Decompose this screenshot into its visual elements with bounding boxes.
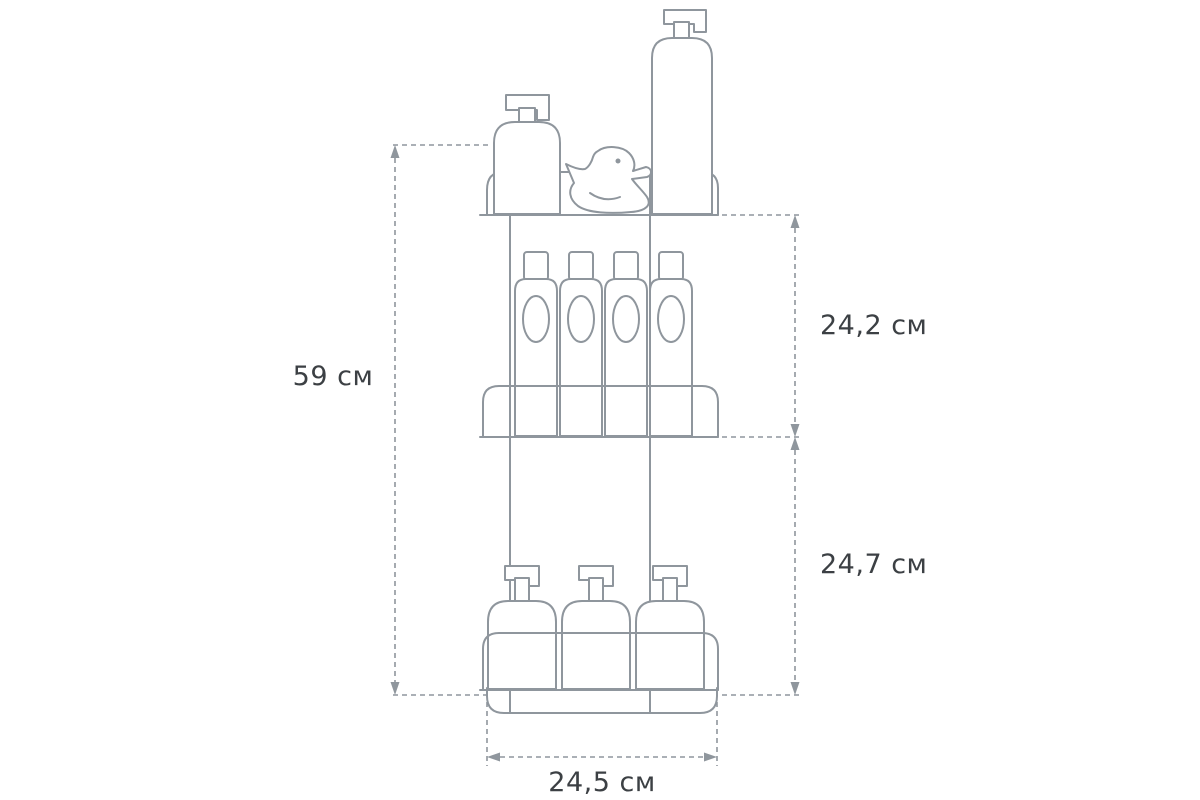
arrow-right-icon [704, 752, 717, 762]
bottle-body [561, 600, 631, 690]
frame-front-rails [479, 214, 719, 714]
dimension-label-width: 24,5 см [548, 767, 655, 798]
pump-stem [514, 577, 530, 603]
dimension-labels: 59 см 24,2 см 24,7 см 24,5 см [293, 310, 927, 798]
tube-cap [523, 251, 549, 281]
arrow-up-icon [390, 145, 400, 158]
arrow-up-icon [790, 215, 800, 228]
duck-eye [615, 158, 621, 164]
arrow-down-icon [390, 682, 400, 695]
bottle-body [651, 37, 713, 215]
base-bar [486, 687, 718, 714]
shelf-products [487, 9, 713, 690]
shampoo-tube [649, 251, 693, 437]
arrow-down-icon [790, 424, 800, 437]
dimension-arrows [390, 145, 800, 762]
duck-outline [565, 146, 652, 214]
arrow-left-icon [487, 752, 500, 762]
rubber-duck [565, 146, 652, 214]
arrow-up-icon [790, 437, 800, 450]
pump-stem [662, 577, 678, 603]
tall-pump-bottle [651, 9, 713, 215]
pump-bottle [635, 565, 705, 690]
tube-label-oval [522, 295, 550, 343]
pump-bottle [561, 565, 631, 690]
shampoo-tube [604, 251, 648, 437]
arrow-down-icon [790, 682, 800, 695]
bottom-tier-rail [482, 632, 719, 691]
tube-label-oval [612, 295, 640, 343]
bottle-body [493, 121, 561, 215]
tube-cap [613, 251, 639, 281]
bottle-body [635, 600, 705, 690]
tube-label-oval [567, 295, 595, 343]
pump-bottle [487, 565, 557, 690]
shampoo-tube [514, 251, 558, 437]
bottle-body [487, 600, 557, 690]
pump-stem [588, 577, 604, 603]
tube-cap [658, 251, 684, 281]
duck-wing [589, 192, 621, 201]
shampoo-tube [559, 251, 603, 437]
dimension-label-total-height: 59 см [293, 361, 374, 392]
soap-dispenser [493, 94, 561, 215]
middle-tier-rail [482, 385, 719, 438]
dimension-label-lower-tier: 24,7 см [820, 549, 927, 580]
pump-stem [673, 21, 690, 40]
dimension-lines [393, 144, 803, 766]
tube-label-oval [657, 295, 685, 343]
dimension-label-upper-tier: 24,2 см [820, 310, 927, 341]
tube-cap [568, 251, 594, 281]
